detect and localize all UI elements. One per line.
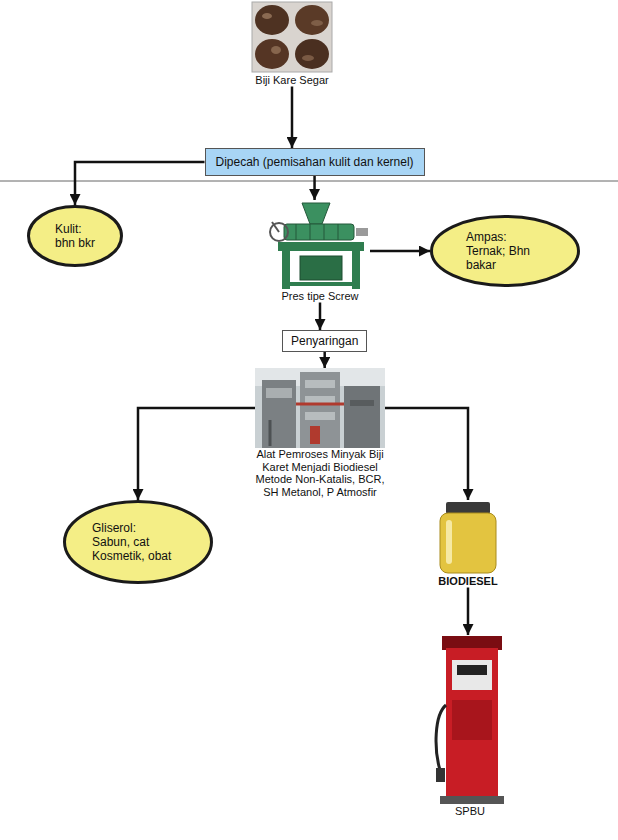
output-ellipse: Ampas:Ternak; Bhn bakar <box>430 215 580 287</box>
press-hopper <box>302 203 330 224</box>
output-ellipse: Kulit:bhn bkr <box>27 205 123 267</box>
plant-panel <box>305 380 335 388</box>
press-wheel <box>270 223 288 241</box>
pictured-step: BIODIESEL <box>433 500 503 588</box>
press-leg <box>352 251 360 289</box>
pictured-step: Pres tipe Screw <box>270 200 370 303</box>
output-heading: Kulit: <box>55 222 95 236</box>
picture-caption: Biji Kare Segar <box>252 74 332 87</box>
biodiesel-jar <box>440 502 496 573</box>
picture-space <box>433 500 503 575</box>
output-heading: Gliserol: <box>92 521 184 535</box>
seed-spot <box>271 46 281 54</box>
fuel-pump <box>436 636 504 804</box>
pictured-step: Alat Pemroses Minyak Biji Karet Menjadi … <box>255 368 385 498</box>
picture-caption: Alat Pemroses Minyak Biji Karet Menjadi … <box>255 448 385 498</box>
plant-pipe <box>269 420 272 446</box>
flow-arrow <box>385 408 468 500</box>
seed-spot <box>262 13 272 19</box>
pump-hose <box>436 705 446 770</box>
flow-arrow <box>370 250 430 253</box>
picture-caption: SPBU <box>432 805 508 818</box>
press-ridge <box>296 224 297 240</box>
ellipse-shape <box>65 502 212 583</box>
press-motor <box>300 256 342 280</box>
process-box: Penyaringan <box>282 330 367 352</box>
pump-door <box>452 700 492 740</box>
flow-arrow <box>291 87 294 149</box>
press-barrel <box>284 224 354 240</box>
seed-shape <box>295 39 329 69</box>
picture-space <box>252 2 332 74</box>
plant-valve <box>310 426 320 444</box>
photo-frame <box>255 368 385 448</box>
flow-arrow <box>75 162 205 205</box>
pump-cap <box>442 636 502 650</box>
press-ridge <box>338 224 339 240</box>
jar-lid <box>446 502 490 514</box>
press-crossbar <box>290 282 352 286</box>
picture-space <box>270 200 370 290</box>
output-heading: Ampas: <box>466 230 544 244</box>
plant-tower <box>262 380 296 448</box>
picture-caption: Pres tipe Screw <box>270 290 370 303</box>
pump-nozzle <box>436 768 445 782</box>
pump-panel <box>452 660 492 690</box>
press-outlet <box>356 228 368 236</box>
flow-arrow <box>138 408 255 500</box>
picture-caption: BIODIESEL <box>433 575 503 588</box>
pump-body <box>446 648 498 798</box>
divider-line <box>0 181 618 182</box>
flow-arrow <box>313 176 316 200</box>
output-body: bhn bkr <box>55 236 95 250</box>
pump-base <box>440 796 504 804</box>
step-label: Dipecah (pemisahan kulit dan kernel) <box>216 155 414 169</box>
pictured-step: Biji Kare Segar <box>252 2 332 87</box>
seed-spot <box>311 20 323 26</box>
pump-display <box>457 665 487 675</box>
seed-shape <box>255 39 289 69</box>
photo-frame <box>252 2 332 72</box>
plant-frame <box>300 372 340 448</box>
flow-arrow <box>319 303 322 331</box>
plant-tank <box>344 386 380 448</box>
processing-plant-photo <box>255 368 385 448</box>
ellipse-text: Ampas:Ternak; Bhn bakar <box>466 230 544 272</box>
output-body: Ternak; Bhn bakar <box>466 244 544 272</box>
ellipse-text: Kulit:bhn bkr <box>55 222 95 250</box>
ellipse-shape <box>432 217 579 286</box>
seed-shape <box>295 5 329 35</box>
plant-panel <box>305 412 335 420</box>
jar-highlight <box>446 520 452 564</box>
press-ridge <box>310 224 311 240</box>
output-ellipse: Gliserol:Sabun, cat Kosmetik, obat <box>63 500 213 584</box>
flow-arrow <box>467 588 470 636</box>
ellipse-shape <box>29 207 122 266</box>
jar-body <box>440 513 496 573</box>
seed-spot <box>302 55 314 61</box>
screw-press <box>270 203 368 289</box>
pictured-step: SPBU <box>432 635 508 818</box>
picture-space <box>432 635 508 805</box>
step-label: Penyaringan <box>291 334 358 348</box>
seed-photo <box>252 2 332 72</box>
plant-pipe <box>296 403 344 406</box>
plant-panel <box>266 388 292 398</box>
seed-shape <box>255 5 289 35</box>
press-leg <box>282 251 290 289</box>
ellipse-text: Gliserol:Sabun, cat Kosmetik, obat <box>92 521 184 563</box>
press-ridge <box>324 224 325 240</box>
process-box: Dipecah (pemisahan kulit dan kernel) <box>205 148 425 176</box>
picture-space <box>255 368 385 448</box>
flow-arrow <box>323 352 326 368</box>
plant-band <box>350 400 374 406</box>
press-handle <box>272 222 279 232</box>
press-table <box>278 242 364 251</box>
output-body: Sabun, cat Kosmetik, obat <box>92 535 184 563</box>
